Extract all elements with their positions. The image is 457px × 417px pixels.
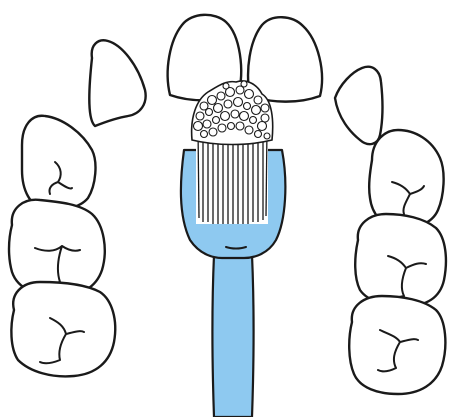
upper-left-canine bbox=[22, 116, 95, 211]
upper-right-first-premolar bbox=[355, 214, 446, 306]
toothbrush-handle bbox=[213, 255, 254, 417]
upper-left-lateral-incisor bbox=[89, 40, 145, 126]
upper-right-lateral-incisor bbox=[335, 67, 382, 144]
